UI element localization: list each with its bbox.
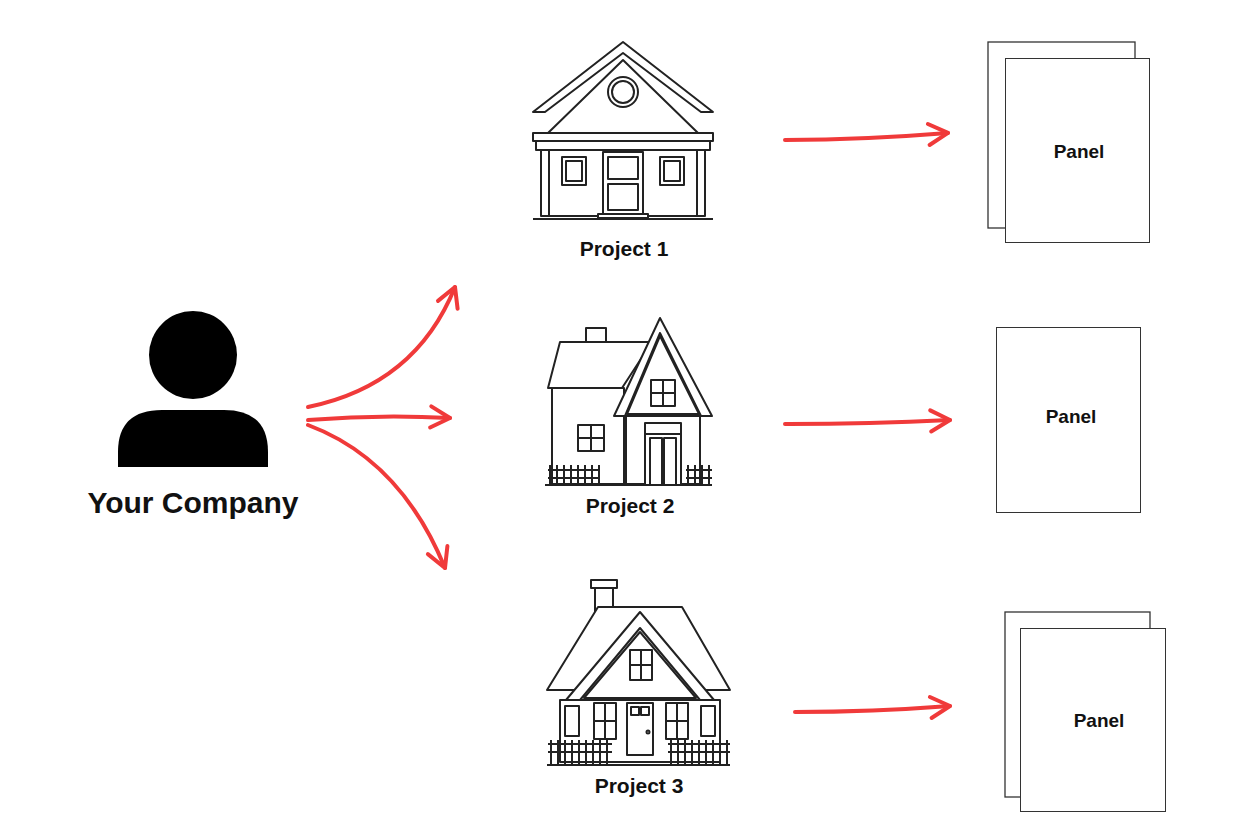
door-pane — [641, 707, 649, 715]
person-icon — [118, 311, 268, 467]
node-label: Panel — [1039, 710, 1159, 733]
round-window-inner — [612, 81, 634, 103]
project-node: Project 3 — [445, 565, 795, 805]
arrow-shaft — [785, 420, 950, 424]
arrow-shaft — [308, 287, 455, 407]
door-pane — [650, 438, 662, 485]
house-drawing — [533, 42, 713, 219]
arrow-head — [930, 697, 950, 718]
panel-box: Panel — [996, 327, 1141, 513]
door-pane — [608, 157, 638, 179]
node-label: Panel — [1011, 406, 1131, 429]
window — [630, 650, 652, 680]
arrow-shaft — [308, 425, 445, 568]
project-node: Project 1 — [455, 38, 785, 290]
arrow-shaft — [785, 133, 948, 140]
window — [660, 157, 684, 185]
arrow-head — [438, 287, 458, 309]
porch-rail — [668, 740, 730, 764]
company-node: Your Company — [90, 310, 308, 525]
porch-rail — [548, 740, 612, 764]
window-pane — [664, 161, 680, 181]
panel-box: Panel — [1005, 58, 1150, 243]
fence — [548, 465, 600, 485]
window — [701, 706, 715, 736]
door — [627, 703, 653, 755]
door-knob — [647, 731, 650, 734]
door — [603, 152, 643, 214]
door-pane — [608, 184, 638, 210]
arrow-head — [430, 406, 450, 427]
window-bar — [630, 664, 652, 666]
arrow-shaft — [308, 416, 450, 420]
door — [645, 423, 681, 485]
flow-arrow — [308, 406, 450, 427]
node-label: Project 2 — [545, 493, 715, 518]
house-drawing — [545, 318, 712, 485]
arrow-head — [928, 124, 948, 145]
person-body — [118, 410, 268, 467]
fence — [686, 465, 712, 485]
roof-outline — [533, 42, 713, 112]
gable-roof — [566, 612, 714, 700]
gable-wall — [548, 60, 698, 133]
arrow-head — [428, 546, 448, 568]
flow-arrow — [785, 124, 948, 145]
arrow-shaft — [795, 706, 950, 712]
gable-roof — [614, 318, 712, 416]
door-pane — [631, 707, 639, 715]
flow-arrow — [308, 287, 458, 407]
door-transom — [645, 433, 681, 435]
node-label: Project 3 — [554, 773, 724, 798]
ground-line — [547, 764, 730, 766]
gable-wall — [584, 632, 696, 698]
person-head — [149, 311, 237, 399]
window-bar — [666, 720, 688, 722]
arrow-head — [930, 410, 950, 431]
window-bar — [651, 392, 675, 394]
porch-beam — [536, 141, 710, 150]
window — [594, 703, 616, 739]
chimney-cap — [591, 580, 617, 588]
window-bar — [578, 437, 604, 439]
flow-arrow — [795, 697, 950, 718]
node-label: Panel — [1019, 141, 1139, 164]
window — [565, 706, 579, 736]
flow-arrow — [785, 410, 950, 431]
window-pane — [566, 161, 582, 181]
porch-post — [696, 150, 698, 216]
round-window — [608, 77, 638, 107]
node-label: Your Company — [63, 485, 323, 521]
gable-wall — [627, 336, 699, 414]
project-node: Project 2 — [450, 312, 785, 524]
window — [651, 380, 675, 406]
panel-box: Panel — [1020, 628, 1166, 812]
ground-line — [533, 218, 713, 220]
node-label: Project 1 — [539, 236, 709, 261]
ground-line — [545, 484, 712, 486]
house-drawing — [547, 580, 730, 765]
house-wall — [541, 150, 705, 216]
window-bar — [594, 720, 616, 722]
flow-arrow — [308, 425, 447, 568]
porch-roof — [533, 133, 713, 141]
porch-post — [548, 150, 550, 216]
window — [666, 703, 688, 739]
window — [562, 157, 586, 185]
window — [578, 425, 604, 451]
door-step — [598, 214, 648, 218]
door-pane — [664, 438, 676, 485]
